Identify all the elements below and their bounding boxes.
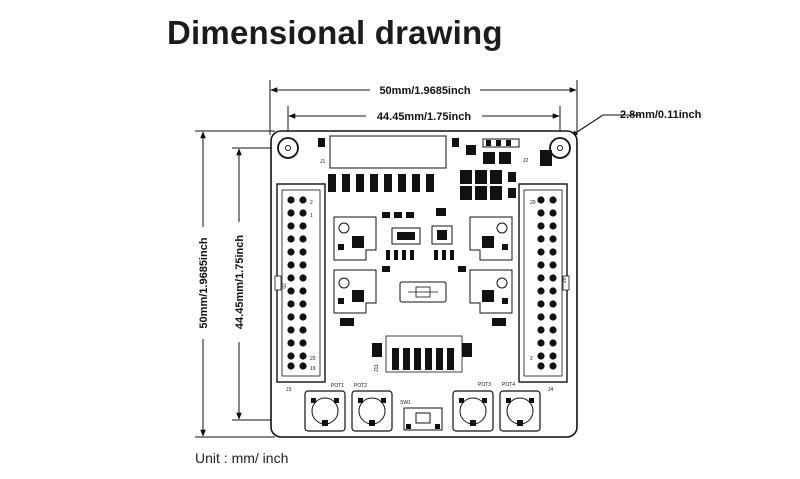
dim-hole-diameter-label: 2.8mm/0.11inch — [620, 109, 702, 121]
driver-block-upper-left — [333, 216, 377, 261]
driver-block-lower-right — [469, 269, 513, 326]
label-j3-pin-20-side: 20 — [280, 283, 286, 289]
label-j3-pin-2: 2 — [310, 200, 313, 206]
mounting-hole-top-left — [277, 137, 299, 159]
label-j11: J11 — [374, 364, 380, 372]
dim-hole-spacing-horizontal-label: 44.45mm/1.75inch — [377, 111, 471, 123]
driver-block-upper-right — [469, 216, 513, 261]
label-sw1: SW1 — [400, 400, 411, 406]
dim-outer-width: 50mm/1.9685inch — [270, 82, 577, 97]
center-components — [382, 208, 466, 303]
mosfet-cluster — [460, 170, 516, 200]
label-j4: J4 — [548, 387, 554, 393]
page-title: Dimensional drawing — [167, 14, 503, 51]
driver-block-lower-left — [333, 269, 377, 326]
label-pot4: POT4 — [502, 382, 515, 388]
label-j4-pin-20: 20 — [530, 200, 536, 206]
connector-j1: J1 — [318, 135, 459, 169]
dim-hole-spacing-horizontal: 44.45mm/1.75inch — [288, 108, 560, 123]
label-j3-pin-20: 20 — [310, 356, 316, 362]
unit-note: Unit : mm/ inch — [195, 450, 289, 466]
potentiometer-pot1: POT1 — [304, 383, 346, 432]
dim-outer-height: 50mm/1.9685inch — [196, 131, 211, 437]
label-j1: J1 — [320, 159, 326, 165]
label-j4-pin-2: 2 — [530, 356, 533, 362]
label-pot2: POT2 — [354, 383, 367, 389]
label-j3: J3 — [286, 387, 292, 393]
dim-hole-diameter: 2.8mm/0.11inch — [567, 109, 702, 139]
label-pot1: POT1 — [331, 383, 344, 389]
label-pot3: POT3 — [478, 382, 491, 388]
connector-j11: J11 — [372, 335, 472, 373]
label-j2: J2 — [523, 158, 529, 164]
pad-row-top — [328, 174, 434, 192]
connector-j3: 2 1 20 19 20 J3 — [274, 183, 326, 393]
connector-j2: J2 — [466, 138, 552, 166]
potentiometer-pot4: POT4 — [499, 382, 541, 432]
switch-sw1: SW1 — [400, 400, 443, 431]
label-j4-pin-20-side: 20 — [562, 277, 568, 283]
label-j3-pin-1: 1 — [310, 213, 313, 219]
dim-outer-height-label: 50mm/1.9685inch — [198, 237, 210, 328]
dim-hole-spacing-vertical-label: 44.45mm/1.75inch — [234, 235, 246, 329]
connector-j4: 20 2 20 J4 — [518, 183, 570, 393]
dim-hole-spacing-vertical: 44.45mm/1.75inch — [232, 148, 247, 420]
mounting-hole-top-right — [549, 137, 571, 159]
pcb-board: J1 J2 — [270, 130, 578, 438]
label-j3-pin-19: 19 — [310, 366, 316, 372]
potentiometer-pot3: POT3 — [452, 382, 494, 432]
potentiometer-pot2: POT2 — [351, 383, 393, 432]
dim-outer-width-label: 50mm/1.9685inch — [379, 85, 470, 97]
